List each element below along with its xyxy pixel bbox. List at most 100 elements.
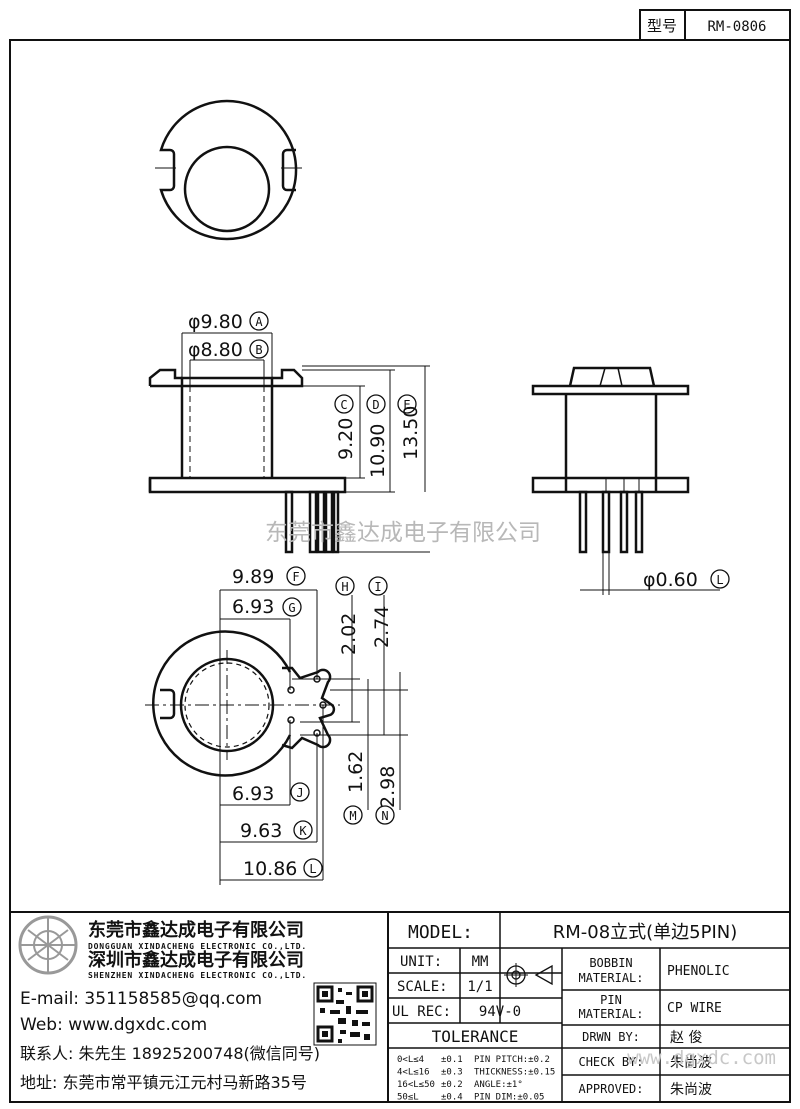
- pin-dim-tag-circle: [710, 569, 730, 589]
- scale-label: SCALE:: [397, 979, 448, 995]
- dim-g-tag: G: [288, 601, 295, 615]
- projection-symbol-icon: [504, 963, 553, 987]
- tol-value: ±0.3: [441, 1068, 463, 1078]
- tol-spec: ANGLE:±1°: [474, 1080, 523, 1090]
- tol-range: 16<L≤50: [397, 1080, 435, 1090]
- pin-material-label-1: PIN: [600, 993, 622, 1007]
- approved-value: 朱尚波: [670, 1082, 712, 1098]
- dim-l-tag: L: [309, 862, 316, 876]
- company-address: 地址: 东莞市常平镇元江元村马新路35号: [20, 1073, 307, 1092]
- pin-material-label-2: MATERIAL:: [578, 1007, 643, 1021]
- pin-dim-value: φ0.60: [643, 569, 698, 591]
- dim-h-tag: H: [341, 580, 348, 594]
- pin-material-value: CP WIRE: [667, 1001, 722, 1016]
- side-view-dimension-lines: [181, 332, 430, 553]
- bobbin-label-2: MATERIAL:: [578, 971, 643, 985]
- dim-c-value: 9.20: [335, 418, 357, 460]
- dim-f-value: 9.89: [232, 566, 274, 588]
- dim-a-value: φ9.80: [188, 311, 243, 333]
- dim-n-tag-circle: [375, 805, 395, 825]
- unit-label: UNIT:: [400, 954, 442, 970]
- dim-c-tag-circle: [334, 394, 354, 414]
- drawn-by-label: DRWN BY:: [582, 1030, 640, 1044]
- dim-e-tag-circle: [397, 394, 417, 414]
- dim-f-tag: F: [292, 570, 299, 584]
- site-watermark: www.dgxdc.com: [627, 1047, 776, 1069]
- tol-range: 0<L≤4: [397, 1055, 424, 1065]
- type-label: 型号: [647, 17, 677, 35]
- top-view: [155, 99, 302, 241]
- company-watermark: 东莞市鑫达成电子有限公司: [265, 520, 541, 546]
- dim-j-tag-circle: [290, 782, 310, 802]
- tol-spec: PIN DIM:±0.05: [474, 1093, 544, 1103]
- model-label: MODEL:: [408, 922, 473, 943]
- dim-b-value: φ8.80: [188, 339, 243, 361]
- bobbin-value: PHENOLIC: [667, 964, 730, 979]
- dim-i-value: 2.74: [371, 606, 393, 648]
- approved-label: APPROVED:: [578, 1082, 643, 1096]
- pin-dim-tag: L: [716, 573, 723, 587]
- dim-d-value: 10.90: [367, 424, 389, 478]
- tolerance-label: TOLERANCE: [432, 1027, 519, 1046]
- tol-range: 4<L≤16: [397, 1068, 430, 1078]
- dim-i-tag: I: [374, 580, 381, 594]
- company-logo: [18, 915, 78, 975]
- dim-f-tag-circle: [286, 566, 306, 586]
- pin-dimension-lines: [580, 552, 720, 595]
- dim-e-value: 13.50: [400, 406, 422, 460]
- model-header-box: 型号 RM-0806: [639, 9, 791, 41]
- company-contact: 联系人: 朱先生 18925200748(微信同号): [20, 1044, 320, 1063]
- ulrec-value: 94V-0: [479, 1004, 521, 1020]
- dim-n-tag: N: [381, 809, 388, 823]
- company-name-dg: 东莞市鑫达成电子有限公司: [88, 919, 304, 941]
- unit-value: MM: [472, 954, 489, 970]
- drawn-by-value: 赵 俊: [670, 1030, 702, 1046]
- ulrec-label: UL REC:: [392, 1004, 451, 1020]
- dim-l-value: 10.86: [243, 858, 297, 880]
- tol-range: 50≤L: [397, 1093, 419, 1103]
- dim-b-tag-circle: [249, 339, 269, 359]
- tol-value: ±0.2: [441, 1080, 463, 1090]
- model-value: RM-08立式(单边5PIN): [553, 922, 738, 943]
- dim-l-tag-circle: [303, 858, 323, 878]
- dim-d-tag-circle: [366, 394, 386, 414]
- title-block: [10, 911, 790, 1102]
- dim-i-tag-circle: [368, 576, 388, 596]
- bottom-view-centerlines: [145, 650, 340, 760]
- dim-m-tag-circle: [343, 805, 363, 825]
- dim-c-tag: C: [340, 398, 347, 412]
- dim-h-value: 2.02: [338, 613, 360, 655]
- tol-value: ±0.1: [441, 1055, 463, 1065]
- check-by-value: 朱尚波: [670, 1055, 712, 1071]
- dim-k-tag-circle: [293, 820, 313, 840]
- dim-a-tag: A: [255, 315, 263, 329]
- dim-m-tag: M: [349, 809, 356, 823]
- dim-g-value: 6.93: [232, 596, 274, 618]
- type-value: RM-0806: [707, 19, 766, 35]
- dim-m-value: 1.62: [345, 751, 367, 793]
- company-email: E-mail: 351158585@qq.com: [20, 989, 262, 1009]
- check-by-label: CHECK BY:: [578, 1055, 643, 1069]
- dim-n-value: 2.98: [377, 766, 399, 808]
- dim-k-value: 9.63: [240, 820, 282, 842]
- dim-d-tag: D: [372, 398, 379, 412]
- tol-spec: PIN PITCH:±0.2: [474, 1055, 550, 1065]
- dim-h-tag-circle: [335, 576, 355, 596]
- dim-e-tag: E: [403, 398, 410, 412]
- scale-value: 1/1: [467, 979, 492, 995]
- dim-j-value: 6.93: [232, 783, 274, 805]
- company-web: Web: www.dgxdc.com: [20, 1015, 207, 1035]
- bottom-view: [152, 630, 336, 777]
- drawing-frame: [9, 39, 791, 1103]
- tol-value: ±0.4: [441, 1093, 463, 1103]
- front-view: [531, 366, 690, 554]
- dim-k-tag: K: [299, 824, 307, 838]
- bottom-view-dimension-lines: [219, 589, 408, 885]
- company-name-dg-en: DONGGUAN XINDACHENG ELECTRONIC CO.,LTD.: [88, 942, 307, 951]
- dim-a-tag-circle: [249, 311, 269, 331]
- qr-code: [313, 982, 377, 1046]
- dim-b-tag: B: [255, 343, 262, 357]
- dim-g-tag-circle: [282, 597, 302, 617]
